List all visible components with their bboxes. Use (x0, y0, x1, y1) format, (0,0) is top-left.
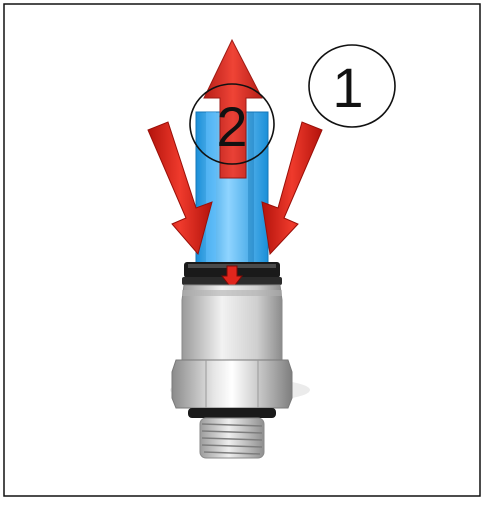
pull-up-arrow (203, 38, 263, 179)
step-2-number: 2 (216, 95, 247, 158)
o-ring (188, 408, 276, 418)
fitting-body (181, 284, 283, 361)
threaded-end (199, 417, 265, 459)
hex-nut (171, 359, 293, 409)
collet-push-arrow-icon (220, 265, 244, 290)
step-1-number: 1 (332, 56, 363, 119)
step-1-callout: 1 (308, 44, 396, 128)
push-down-arrow-left (147, 121, 213, 256)
step-2-callout: 2 (189, 83, 275, 165)
push-down-arrow-right (261, 121, 323, 256)
